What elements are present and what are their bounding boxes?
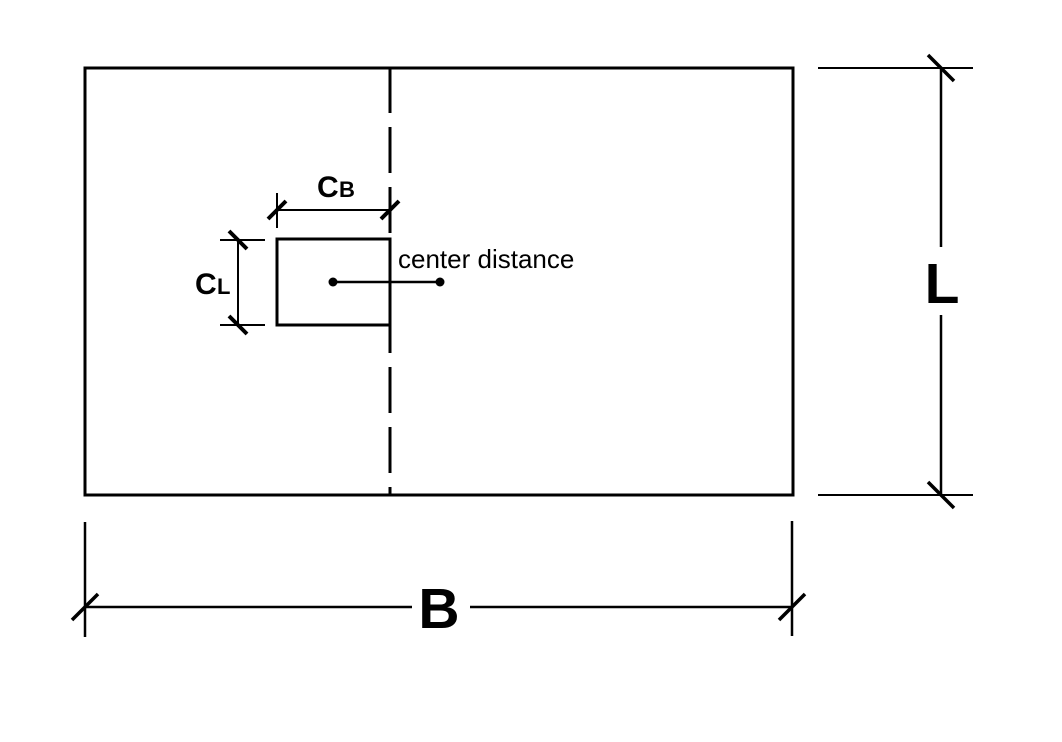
column-length-label-subscript: L: [217, 274, 230, 299]
b-tick-right: [777, 592, 807, 622]
cl-tick-top: [227, 229, 249, 251]
column-center-dot: [328, 277, 338, 287]
column-width-label-subscript: B: [339, 177, 355, 202]
cb-tick-left: [266, 199, 288, 221]
footing-width-dimension: B: [70, 521, 807, 641]
cb-tick-right: [379, 199, 401, 221]
column-length-dimension: C L: [195, 229, 265, 336]
center-distance-annotation: center distance: [328, 244, 574, 287]
footing-outline: [83, 66, 795, 497]
column-width-dimension: C B: [266, 171, 401, 228]
column-width-label: C: [317, 171, 339, 204]
l-tick-top: [926, 53, 956, 83]
footing-center-dot: [435, 277, 445, 287]
footing-length-label: L: [925, 252, 960, 316]
center-distance-label: center distance: [398, 244, 574, 274]
footing-width-label: B: [418, 577, 459, 641]
cl-tick-bottom: [227, 314, 249, 336]
l-tick-bottom: [926, 480, 956, 510]
footing-length-dimension: L: [818, 53, 973, 510]
b-tick-left: [70, 592, 100, 622]
column-length-label: C: [195, 268, 217, 301]
